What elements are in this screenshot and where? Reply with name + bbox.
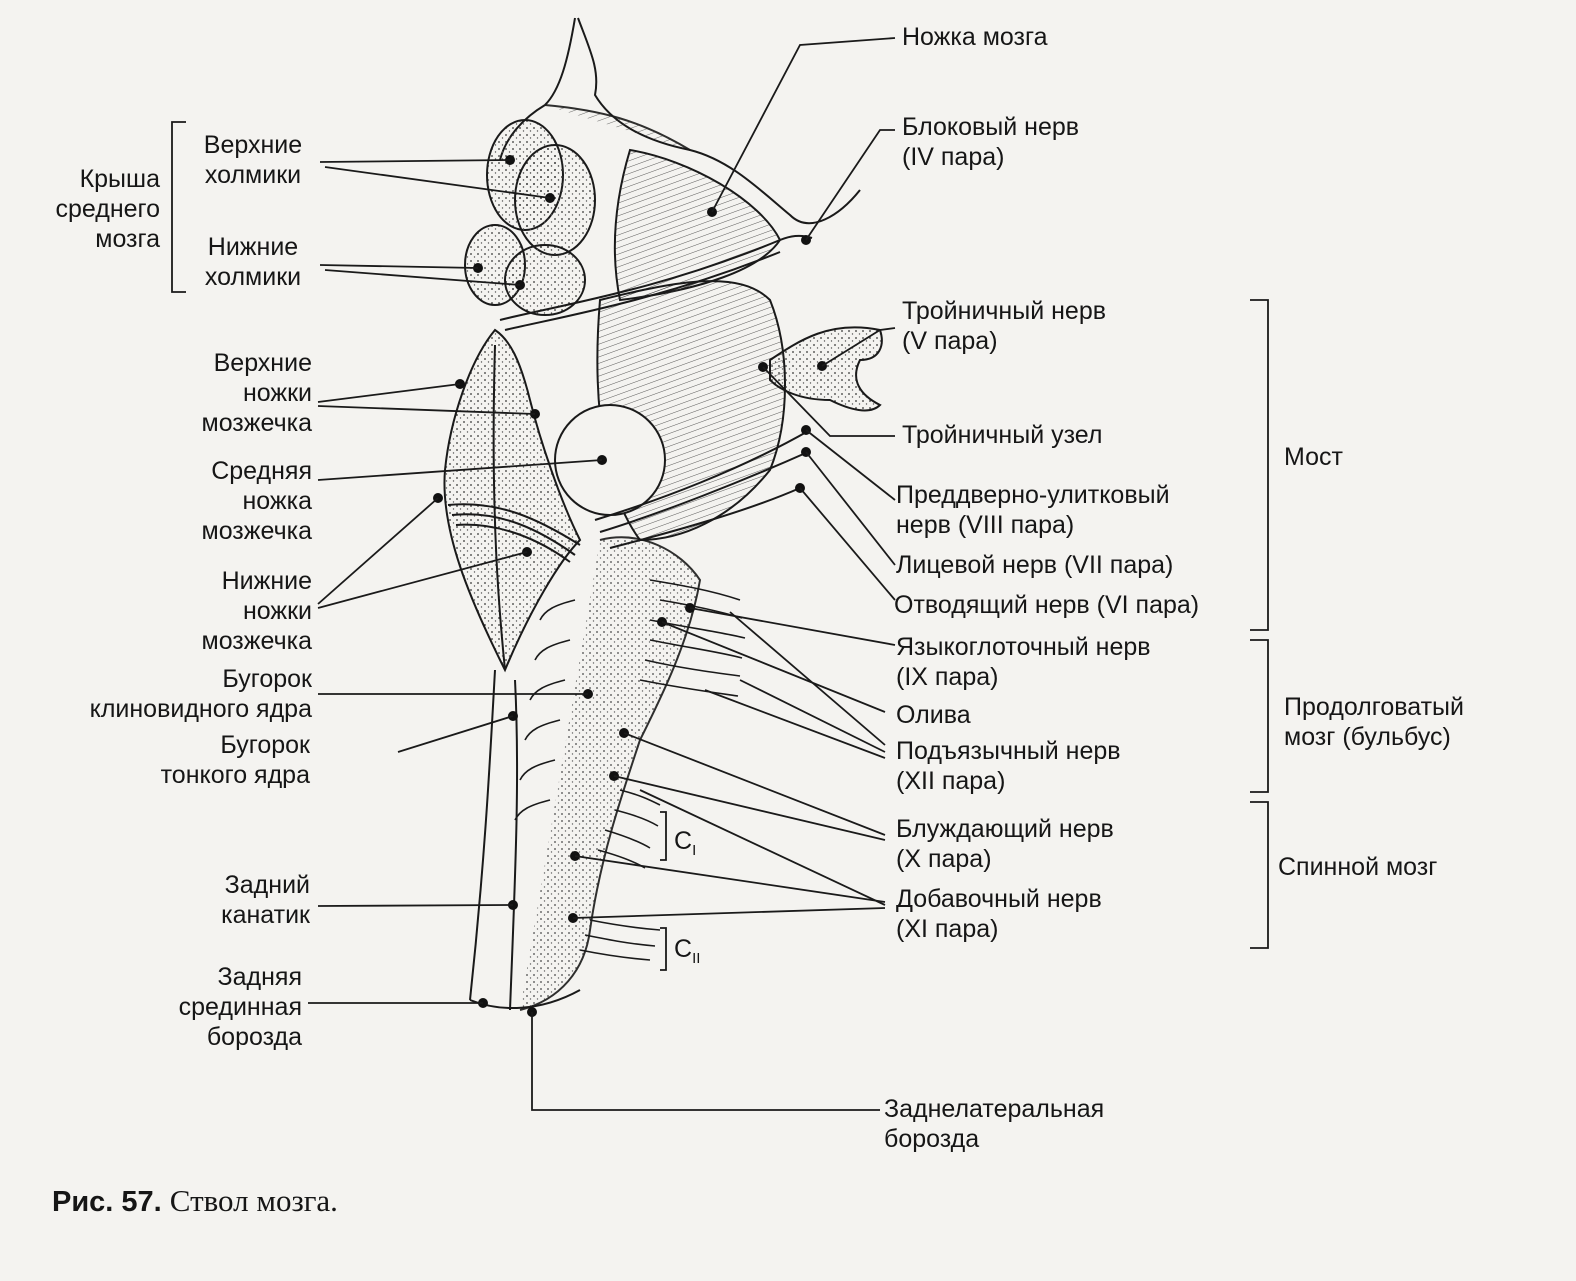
inferior-cerebellar-peduncles-label: Нижние ножки мозжечка xyxy=(201,567,313,655)
posterior-median-sulcus-label: Задняя срединная борозда xyxy=(178,963,302,1051)
superior-colliculi-label: Верхние холмики xyxy=(203,131,303,189)
figure-caption: Рис. 57. Ствол мозга. xyxy=(52,1183,338,1219)
cuneate-tubercle-label: Бугорок клиновидного ядра xyxy=(89,665,312,723)
c2-segment-label: CII xyxy=(674,935,701,967)
gracile-tubercle-label: Бугорок тонкого ядра xyxy=(160,731,310,789)
trigeminal-nerve-label: Тройничный нерв (V пара) xyxy=(902,297,1107,355)
figure-title: Ствол мозга. xyxy=(169,1183,338,1218)
spinal-cord-label: Спинной мозг xyxy=(1278,853,1438,881)
cerebral-peduncle-label: Ножка мозга xyxy=(902,23,1048,51)
inferior-colliculi-label: Нижние холмики xyxy=(204,233,302,291)
pons-label: Мост xyxy=(1284,443,1343,471)
trigeminal-ganglion-label: Тройничный узел xyxy=(902,421,1103,449)
hypoglossal-nerve-label: Подъязычный нерв (XII пара) xyxy=(896,737,1121,795)
facial-nerve-label: Лицевой нерв (VII пара) xyxy=(896,551,1174,579)
c1-segment-label: CI xyxy=(674,827,697,859)
abducens-nerve-label: Отводящий нерв (VI пара) xyxy=(894,591,1200,619)
brainstem-shape xyxy=(443,17,883,1011)
glossopharyngeal-nerve-label: Языкоглоточный нерв (IX пара) xyxy=(896,633,1151,691)
posterolateral-sulcus-label: Заднелатеральная борозда xyxy=(884,1095,1105,1153)
vestibulocochlear-nerve-label: Преддверно-улитковый нерв (VIII пара) xyxy=(896,481,1170,539)
roof-of-midbrain-label: Крыша среднего мозга xyxy=(55,165,160,253)
medulla-label: Продолговатый мозг (бульбус) xyxy=(1284,693,1464,751)
posterior-funiculus-label: Задний канатик xyxy=(221,871,310,929)
olive-label: Олива xyxy=(896,701,971,729)
vagus-nerve-label: Блуждающий нерв (X пара) xyxy=(896,815,1114,873)
middle-cerebellar-peduncle-label: Средняя ножка мозжечка xyxy=(201,457,313,545)
trochlear-nerve-label: Блоковый нерв (IV пара) xyxy=(902,113,1080,171)
figure-number: Рис. 57. xyxy=(52,1186,162,1218)
leader-lines xyxy=(171,37,1269,1111)
superior-cerebellar-peduncles-label: Верхние ножки мозжечка xyxy=(201,349,313,437)
accessory-nerve-label: Добавочный нерв (XI пара) xyxy=(896,885,1102,943)
